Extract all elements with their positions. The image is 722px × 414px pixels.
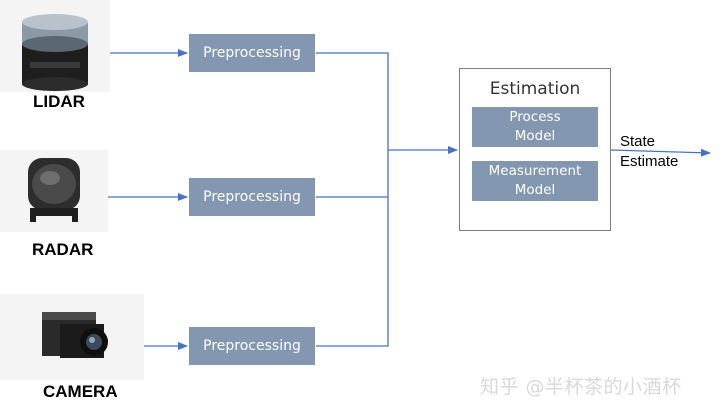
watermark: 知乎 @半杯茶的小酒杯 bbox=[480, 376, 682, 398]
line-preprocessing-1-merge bbox=[316, 52, 389, 150]
preprocessing-box-camera: Preprocessing bbox=[189, 327, 315, 365]
estimation-block: Estimation Process Model Measurement Mod… bbox=[459, 68, 611, 231]
radar-sensor-icon bbox=[0, 150, 108, 232]
measurement-model-line2: Model bbox=[514, 182, 556, 198]
lidar-sensor-icon bbox=[0, 0, 110, 92]
camera-label: CAMERA bbox=[43, 382, 118, 401]
measurement-model-line1: Measurement bbox=[488, 163, 582, 179]
process-model-line2: Model bbox=[514, 128, 556, 144]
state-estimate-label: State Estimate bbox=[620, 132, 678, 172]
lidar-label: LIDAR bbox=[33, 92, 85, 111]
line-preprocessing-3-merge bbox=[316, 150, 389, 347]
estimation-title: Estimation bbox=[489, 79, 581, 99]
process-model-box: Process Model bbox=[472, 107, 598, 147]
radar-label: RADAR bbox=[32, 240, 94, 259]
state-estimate-line2: Estimate bbox=[620, 153, 679, 170]
measurement-model-box: Measurement Model bbox=[472, 161, 598, 201]
state-estimate-line1: State bbox=[620, 133, 656, 150]
process-model-line1: Process bbox=[509, 109, 561, 125]
arrow-estimation-to-output bbox=[610, 148, 711, 157]
preprocessing-box-radar: Preprocessing bbox=[189, 178, 315, 216]
camera-sensor-icon bbox=[0, 294, 144, 380]
preprocessing-box-lidar: Preprocessing bbox=[189, 34, 315, 72]
